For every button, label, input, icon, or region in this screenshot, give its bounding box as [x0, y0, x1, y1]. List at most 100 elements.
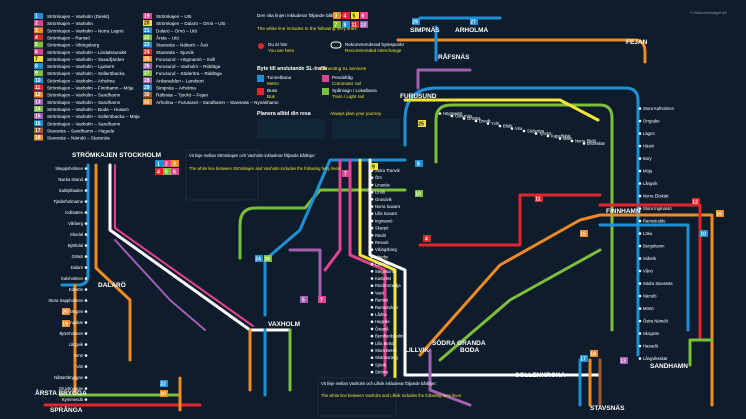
hub-finnhamn: FINNHAMN	[606, 208, 641, 215]
stop-marker	[534, 132, 538, 135]
metro-en: Metro	[267, 81, 279, 86]
stop-marker	[638, 257, 642, 260]
route-chip	[34, 98, 43, 105]
route-number: 13	[35, 99, 41, 105]
stop-marker	[84, 178, 88, 181]
stop-marker	[638, 294, 642, 298]
you-are-here-label: Du är här	[268, 42, 288, 47]
stop-label: Ornö	[74, 353, 84, 358]
line-blue-dalaro	[60, 163, 90, 287]
stop-label: Norra Saxarö	[375, 204, 401, 209]
route-number: 25	[144, 56, 150, 62]
stop-marker	[84, 277, 88, 280]
route-number: 16	[35, 121, 41, 127]
stop-label: Lillängen	[66, 309, 83, 314]
route-chip	[143, 48, 152, 55]
route-name: Strömkajen – Vaxholm – Norra Lagnö	[47, 28, 124, 33]
chip-text: 7	[335, 23, 338, 29]
route-number: 2	[35, 21, 38, 27]
stop-marker	[558, 137, 562, 140]
stop-label: Söderöra	[527, 129, 545, 134]
route-number: 22	[144, 35, 150, 41]
stop-marker	[370, 248, 374, 251]
stop-label: Rindö smedja	[375, 283, 401, 288]
stop-label: Hästö	[643, 144, 655, 149]
stop-marker	[370, 342, 374, 345]
stop-marker	[638, 169, 642, 173]
route-badge	[415, 190, 423, 197]
stop-marker	[370, 327, 374, 331]
route-chip	[143, 98, 152, 105]
route-badge	[700, 230, 708, 237]
stop-label: Fjäderholmarna	[54, 199, 84, 204]
route-badge-number: 5	[165, 170, 168, 176]
stop-marker	[522, 129, 526, 133]
route-badge-number: 13	[620, 359, 626, 365]
route-number: 9	[35, 71, 38, 77]
route-lines	[43, 16, 714, 412]
stop-label: Kymmendö	[62, 397, 84, 402]
route-chip	[34, 27, 43, 34]
stop-label: Lilla Betsö	[375, 341, 395, 346]
stop-label: Lilla Saxarö	[375, 211, 398, 216]
stop-marker	[370, 334, 374, 338]
route-number: 29	[144, 85, 150, 91]
route-chip	[34, 134, 43, 141]
connect-sub: Connecting SL services	[318, 66, 367, 71]
stop-marker	[370, 241, 374, 244]
route-badge	[264, 255, 272, 262]
stop-marker	[370, 198, 374, 201]
route-number: 23	[144, 42, 150, 48]
route-badge-number: 29	[412, 20, 418, 26]
line-green-boda	[438, 248, 602, 362]
stop-marker	[638, 244, 642, 248]
stop-marker	[84, 200, 88, 203]
you-are-here-icon	[258, 43, 264, 49]
note-bottom-en: The white line between Vaxholm and Lillv…	[321, 393, 462, 398]
line-orange-east	[598, 213, 714, 407]
line-blue-mid	[263, 158, 407, 317]
route-name: Strömkajen – Ramsö	[47, 35, 90, 40]
stop-label: Sidsvik	[643, 256, 657, 261]
stop-label: Dalarö	[71, 265, 84, 270]
stop-label: Skärmaräng	[375, 355, 398, 360]
route-name: Strömkajen – Vaxholm – Ljusterö	[47, 64, 115, 69]
commuter-en: Commuter rail	[332, 81, 361, 86]
stop-label: Lådna	[375, 312, 387, 317]
route-badge	[255, 255, 263, 262]
line-green-mid	[238, 188, 407, 260]
route-number: 15	[35, 114, 41, 120]
stop-label: Stegesund	[375, 269, 396, 274]
route-name: Strömkajen – Vaxholm – Saxarfjärden	[47, 57, 124, 62]
stop-label: Östanå	[375, 326, 389, 331]
stop-marker	[370, 277, 374, 280]
tram-label: Spårvagn / Lokalbana	[332, 87, 377, 93]
stop-marker	[638, 269, 642, 273]
stop-label: Yxlö	[491, 121, 500, 126]
route-number: 11	[35, 85, 41, 91]
stop-marker	[84, 398, 88, 401]
stop-marker	[370, 349, 374, 352]
stop-label: Björnholmen	[59, 331, 83, 336]
stop-label: Blidö	[503, 124, 513, 129]
route-badge-number: 1	[157, 162, 160, 168]
metro-icon	[257, 75, 264, 82]
stop-label: Edesön	[69, 287, 84, 292]
route-badge-number: 5	[302, 298, 305, 304]
route-number: 21	[144, 28, 150, 34]
note-top-en: The white line between Strömkajen and Va…	[189, 166, 341, 171]
stop-label: Edholma	[375, 262, 392, 267]
stop-marker	[370, 363, 374, 367]
route-badge	[716, 210, 724, 217]
stop-label: Orrgadet	[643, 119, 660, 124]
chip-text: 13	[361, 23, 367, 29]
route-badge-number: 3	[173, 162, 176, 168]
stop-label: Sjövik	[375, 362, 387, 367]
stop-marker	[84, 376, 88, 379]
route-badge	[62, 308, 70, 315]
route-chip	[34, 77, 43, 84]
stop-label: Stora Betsö	[375, 348, 398, 353]
stop-label: Bory	[643, 156, 653, 161]
stop-label: Ljungskär	[65, 320, 84, 325]
